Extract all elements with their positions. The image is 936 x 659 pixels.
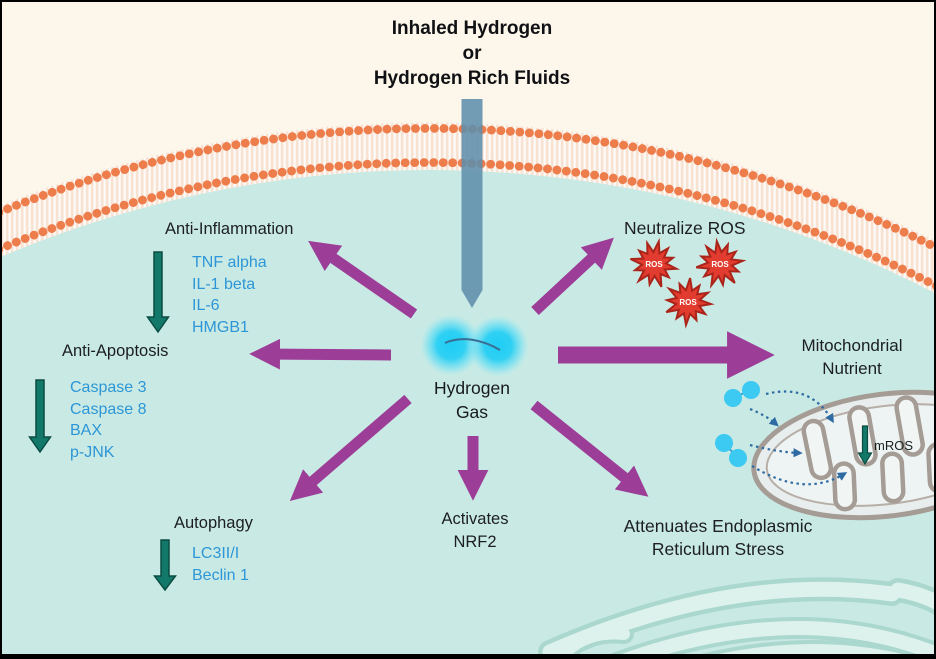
anti-inflammation-label: Anti-Inflammation xyxy=(165,220,294,238)
anti-apoptosis-markers: Caspase 3 Caspase 8 BAX p-JNK xyxy=(70,377,147,463)
marker-item: p-JNK xyxy=(70,443,115,461)
anti-apoptosis-label: Anti-Apoptosis xyxy=(62,342,169,360)
marker-item: LC3II/I xyxy=(192,545,240,562)
autophagy-markers: LC3II/I Beclin 1 xyxy=(192,543,249,586)
marker-item: HMGB1 xyxy=(192,318,249,336)
er-stress-line-1: Attenuates Endoplasmic xyxy=(623,516,813,536)
hydrogen-gas-line-1: Hydrogen xyxy=(434,378,510,398)
er-stress-label: Attenuates Endoplasmic Reticulum Stress xyxy=(568,515,868,561)
nrf2-label: Activates NRF2 xyxy=(400,508,550,554)
decrease-arrows xyxy=(28,251,177,592)
marker-item: Caspase 8 xyxy=(70,400,147,418)
ros-star-icons: ROS ROS ROS xyxy=(625,235,747,328)
title-line-1: Inhaled Hydrogen xyxy=(391,18,553,39)
cell-membrane-band xyxy=(2,122,934,293)
diagram-title: Inhaled Hydrogen or Hydrogen Rich Fluids xyxy=(272,16,672,91)
marker-item: Caspase 3 xyxy=(70,379,147,396)
hydrogen-gas-label: Hydrogen Gas xyxy=(396,376,548,424)
effect-arrows xyxy=(249,237,775,502)
marker-item: Beclin 1 xyxy=(192,566,249,584)
inhaled-hydrogen-arrow xyxy=(461,99,483,308)
hydrogen-gas-molecule xyxy=(420,314,529,377)
er-stress-line-2: Reticulum Stress xyxy=(651,539,785,559)
anti-inflammation-markers: TNF alpha IL-1 beta IL-6 HMGB1 xyxy=(192,252,267,338)
mros-decrease-arrow xyxy=(857,425,873,466)
marker-item: IL-6 xyxy=(192,297,220,314)
title-line-3: Hydrogen Rich Fluids xyxy=(373,68,571,89)
marker-item: TNF alpha xyxy=(192,254,267,271)
ros-badge-1: ROS xyxy=(645,260,663,269)
marker-item: IL-1 beta xyxy=(192,275,256,293)
cell-interior xyxy=(2,162,934,654)
marker-item: BAX xyxy=(70,422,103,439)
mito-line-1: Mitochondrial xyxy=(801,336,903,355)
hydrogen-gas-line-2: Gas xyxy=(455,402,489,422)
nrf2-line-2: NRF2 xyxy=(453,533,497,551)
ros-badge-3: ROS xyxy=(679,298,697,307)
endoplasmic-reticulum-illustration xyxy=(538,577,934,654)
hydrogen-molecules xyxy=(715,381,760,467)
mitochondrial-nutrient-label: Mitochondrial Nutrient xyxy=(766,334,934,380)
nrf2-line-1: Activates xyxy=(441,510,509,528)
uptake-dashed-arrows xyxy=(749,390,848,486)
ros-badge-2: ROS xyxy=(711,260,729,269)
neutralize-ros-label: Neutralize ROS xyxy=(624,218,746,238)
title-line-2: or xyxy=(462,43,482,64)
mito-line-2: Nutrient xyxy=(822,359,882,378)
mros-label: mROS xyxy=(874,438,913,453)
autophagy-label: Autophagy xyxy=(174,514,253,532)
